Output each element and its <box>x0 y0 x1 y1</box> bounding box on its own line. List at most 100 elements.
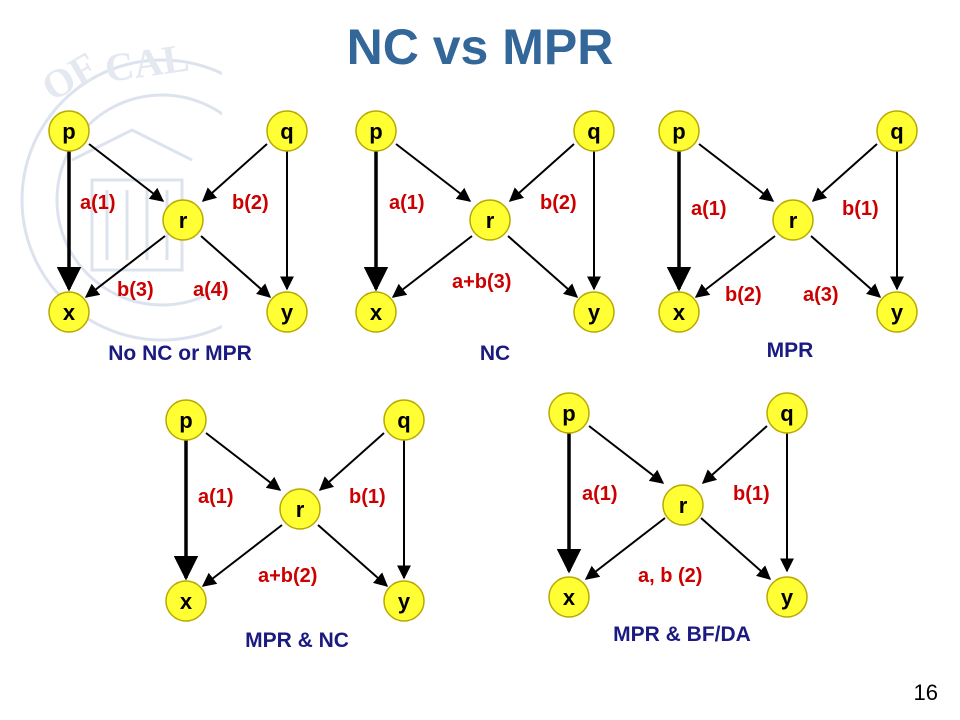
node-q <box>766 392 808 434</box>
node-x <box>355 291 397 333</box>
diagram-caption: MPR & BF/DA <box>613 623 751 646</box>
node-y <box>266 291 308 333</box>
node-label-y: y <box>588 300 601 325</box>
node-p <box>355 110 397 152</box>
node-label-r: r <box>296 497 305 522</box>
node-label-q: q <box>397 408 410 433</box>
diagram-mpr: p q r x y a(1) b(1) b(2) a(3) MPR <box>658 110 918 362</box>
node-label-p: p <box>672 119 685 144</box>
edge-q-r <box>318 432 385 491</box>
node-label-x: x <box>63 300 76 325</box>
node-label-x: x <box>180 589 193 614</box>
node-q <box>266 110 308 152</box>
edge-label: a, b (2) <box>638 565 702 587</box>
diagram-caption: MPR <box>767 339 814 362</box>
edge-r-y <box>700 517 772 580</box>
node-q <box>383 399 425 441</box>
edge-label: a(1) <box>582 483 618 505</box>
edge-r-y <box>317 524 389 587</box>
diagram-caption: NC <box>480 342 510 365</box>
node-r <box>469 199 511 241</box>
node-p <box>165 399 207 441</box>
node-r <box>662 484 704 526</box>
edge-p-r <box>88 143 165 202</box>
edge-p-r <box>395 143 472 202</box>
edge-q-r <box>201 143 268 202</box>
university-seal-watermark: OF CAL <box>20 40 222 342</box>
node-p <box>548 392 590 434</box>
node-label-x: x <box>370 300 383 325</box>
node-label-y: y <box>891 300 904 325</box>
node-label-r: r <box>179 208 188 233</box>
edge-q-r <box>701 425 768 484</box>
diagram-caption: MPR & NC <box>245 629 349 652</box>
node-q <box>573 110 615 152</box>
node-r <box>279 488 321 530</box>
edge-p-r <box>205 432 282 491</box>
node-label-p: p <box>562 401 575 426</box>
node-p <box>48 110 90 152</box>
node-label-y: y <box>781 585 794 610</box>
node-q <box>876 110 918 152</box>
node-label-q: q <box>780 401 793 426</box>
edge-label: a+b(3) <box>452 271 511 293</box>
edge-label: a(1) <box>389 192 425 214</box>
diagram-mpr-and-nc: p q r x y a(1) b(1) a+b(2) MPR & NC <box>165 399 425 652</box>
edge-label: a(3) <box>803 284 839 306</box>
node-label-x: x <box>563 585 576 610</box>
diagram-mpr-and-bf-da: p q r x y a(1) b(1) a, b (2) MPR & BF/DA <box>548 392 808 646</box>
edge-r-x <box>584 517 666 580</box>
edge-r-y <box>507 235 579 298</box>
node-label-y: y <box>398 589 411 614</box>
edge-label: b(3) <box>117 279 154 301</box>
edge-label: b(2) <box>725 284 762 306</box>
edge-label: a(1) <box>691 198 727 220</box>
node-x <box>658 291 700 333</box>
diagram-caption: No NC or MPR <box>108 342 252 365</box>
edge-r-x <box>391 235 473 298</box>
node-label-q: q <box>280 119 293 144</box>
edge-r-x <box>694 235 776 298</box>
edge-label: b(1) <box>733 483 770 505</box>
page-number: 16 <box>913 680 938 705</box>
edge-p-r <box>698 143 775 202</box>
node-label-p: p <box>62 119 75 144</box>
edge-label: a(4) <box>193 279 229 301</box>
node-y <box>766 576 808 618</box>
node-label-q: q <box>587 119 600 144</box>
node-y <box>573 291 615 333</box>
node-r <box>772 199 814 241</box>
node-label-r: r <box>486 208 495 233</box>
node-label-q: q <box>890 119 903 144</box>
node-x <box>165 580 207 622</box>
edge-label: b(2) <box>540 192 577 214</box>
edge-r-x <box>201 524 283 587</box>
edge-label: b(1) <box>349 486 386 508</box>
edge-label: a(1) <box>198 486 234 508</box>
node-label-r: r <box>679 493 688 518</box>
node-r <box>162 199 204 241</box>
node-x <box>48 291 90 333</box>
node-y <box>876 291 918 333</box>
edge-label: b(2) <box>232 192 269 214</box>
edge-r-x <box>84 235 166 298</box>
edge-r-y <box>200 235 272 298</box>
node-label-r: r <box>789 208 798 233</box>
diagram-no-nc-or-mpr: p q r x y a(1) b(2) b(3) a(4) No NC or M… <box>48 110 308 365</box>
edge-label: a+b(2) <box>258 565 317 587</box>
edge-label: a(1) <box>80 192 116 214</box>
node-y <box>383 580 425 622</box>
node-label-y: y <box>281 300 294 325</box>
node-x <box>548 576 590 618</box>
edge-q-r <box>811 143 878 202</box>
edge-q-r <box>508 143 575 202</box>
node-label-x: x <box>673 300 686 325</box>
slide-title: NC vs MPR <box>346 19 614 75</box>
edge-p-r <box>588 425 665 484</box>
node-p <box>658 110 700 152</box>
edge-label: b(1) <box>842 198 879 220</box>
node-label-p: p <box>179 408 192 433</box>
diagram-nc: p q r x y a(1) b(2) a+b(3) NC <box>355 110 615 365</box>
node-label-p: p <box>369 119 382 144</box>
